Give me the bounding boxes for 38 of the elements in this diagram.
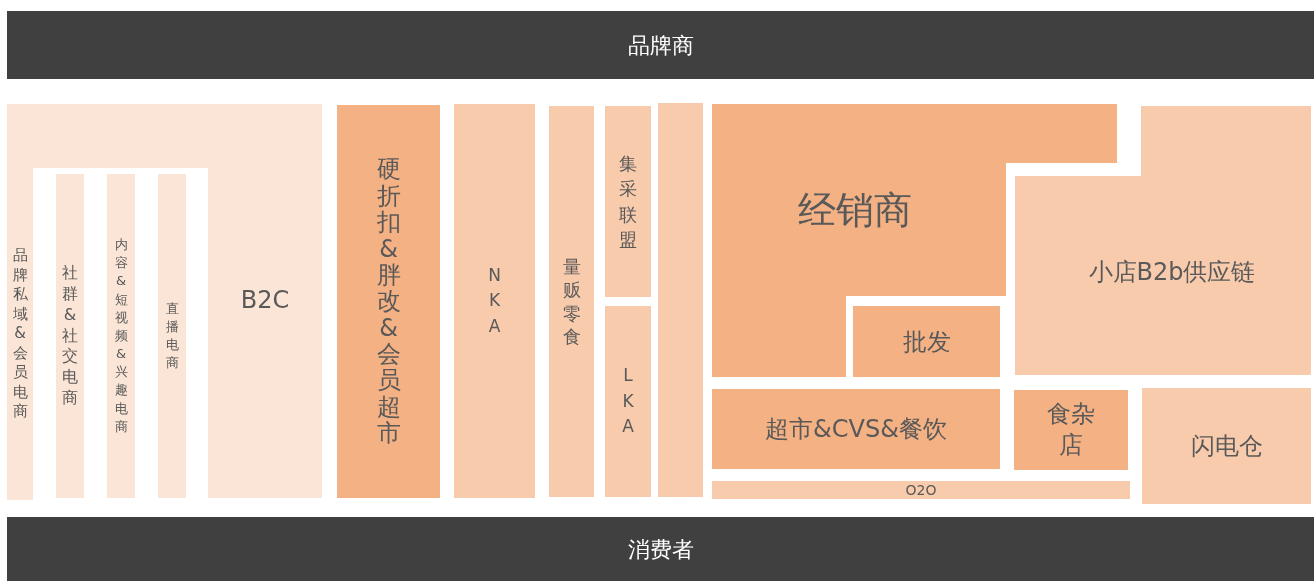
channel-column [337, 105, 440, 498]
footer-band [7, 517, 1314, 581]
channel-strip [712, 481, 1130, 499]
channel-box [853, 306, 1000, 377]
channel-label: 批发 [901, 326, 952, 358]
channel-label: 量贩零食 [562, 254, 581, 349]
channel-label: NKA [487, 263, 502, 338]
channel-label: 内容&短视频&兴趣电商 [114, 235, 128, 436]
channel-column [158, 174, 186, 498]
channel-column [56, 174, 84, 498]
channel-box [712, 389, 1000, 469]
channel-label: LKA [621, 364, 635, 439]
channel-label: 直播电商 [165, 299, 179, 373]
channel-label: 硬折扣&胖改&会员超市 [376, 156, 401, 447]
channel-label: 食杂店 [1046, 398, 1096, 461]
supply-chain-block [1015, 106, 1311, 375]
channel-column [549, 106, 594, 497]
channel-label: B2C [239, 285, 291, 316]
header-band [7, 11, 1314, 79]
band-title: 品牌商 [626, 31, 695, 60]
channel-column [454, 104, 535, 498]
channel-label: 小店B2b供应链 [1087, 257, 1257, 288]
channel-label: 经销商 [797, 186, 913, 234]
channel-label: 集采联盟 [619, 152, 637, 252]
channel-label: 超市&CVS&餐饮 [764, 414, 948, 445]
channel-label: 闪电仓 [1189, 431, 1264, 462]
channel-label: 品牌私域&会员电商 [12, 246, 28, 422]
channel-group-block [7, 104, 322, 500]
channel-box [1142, 388, 1311, 504]
channel-label: O2O [904, 483, 938, 497]
channel-column [7, 168, 33, 500]
channel-box [1014, 390, 1128, 470]
band-title: 消费者 [626, 535, 695, 564]
channel-column [107, 174, 135, 498]
channel-column [605, 106, 651, 297]
channel-column [605, 306, 651, 497]
channel-column [658, 103, 703, 497]
channel-label: 社群&社交电商 [62, 263, 78, 409]
